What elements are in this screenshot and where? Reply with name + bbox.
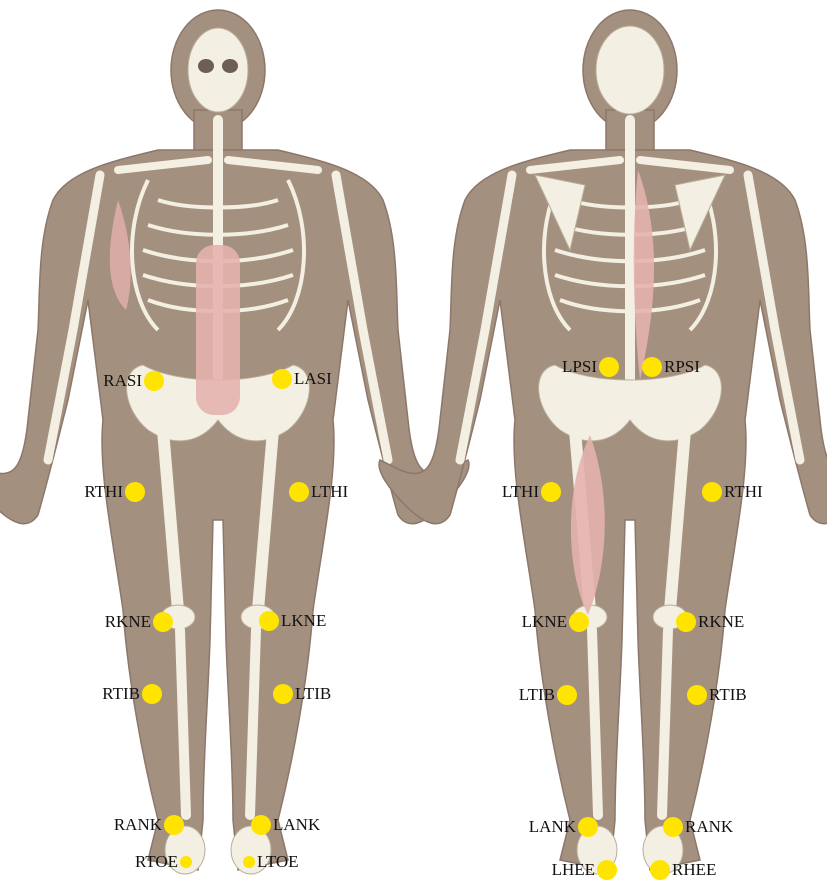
marker-dot-lthi-back xyxy=(541,482,561,502)
marker-label-lank-back: LANK xyxy=(529,817,576,837)
marker-label-rasi: RASI xyxy=(103,371,142,391)
marker-dot-ltib-back xyxy=(557,685,577,705)
marker-dot-rthi xyxy=(125,482,145,502)
marker-label-ltib: LTIB xyxy=(295,684,331,704)
marker-label-ltib-back: LTIB xyxy=(519,685,555,705)
anterior-figure xyxy=(0,10,469,874)
marker-label-lthi-back: LTHI xyxy=(502,482,539,502)
marker-dot-rtoe xyxy=(180,856,192,868)
marker-label-lthi: LTHI xyxy=(311,482,348,502)
marker-dot-lank-back xyxy=(578,817,598,837)
marker-label-rank-back: RANK xyxy=(685,817,733,837)
marker-label-rkne: RKNE xyxy=(105,612,151,632)
marker-dot-ltoe xyxy=(243,856,255,868)
rectus-abdominis xyxy=(196,245,240,415)
marker-label-lkne-back: LKNE xyxy=(522,612,567,632)
marker-dot-rthi-back xyxy=(702,482,722,502)
marker-label-rtib-back: RTIB xyxy=(709,685,747,705)
marker-label-rthi: RTHI xyxy=(84,482,123,502)
marker-label-rank: RANK xyxy=(114,815,162,835)
marker-label-rtib: RTIB xyxy=(102,684,140,704)
marker-dot-lasi xyxy=(272,369,292,389)
marker-dot-rkne-back xyxy=(676,612,696,632)
marker-dot-rank xyxy=(164,815,184,835)
marker-label-rkne-back: RKNE xyxy=(698,612,744,632)
marker-dot-lkne-back xyxy=(569,612,589,632)
marker-label-lank: LANK xyxy=(273,815,320,835)
marker-label-rthi-back: RTHI xyxy=(724,482,763,502)
marker-label-rpsi: RPSI xyxy=(664,357,700,377)
marker-label-lasi: LASI xyxy=(294,369,332,389)
marker-dot-lhee-back xyxy=(597,860,617,880)
marker-dot-rpsi-back xyxy=(642,357,662,377)
marker-dot-rasi xyxy=(144,371,164,391)
marker-dot-rtib xyxy=(142,684,162,704)
marker-dot-rank-back xyxy=(663,817,683,837)
marker-label-ltoe: LTOE xyxy=(257,852,299,872)
marker-dot-rtib-back xyxy=(687,685,707,705)
marker-dot-rhee-back xyxy=(650,860,670,880)
marker-label-lkne: LKNE xyxy=(281,611,326,631)
marker-dot-rkne xyxy=(153,612,173,632)
marker-label-lhee: LHEE xyxy=(552,860,595,880)
marker-label-rtoe: RTOE xyxy=(135,852,178,872)
marker-dot-lkne xyxy=(259,611,279,631)
marker-dot-lthi xyxy=(289,482,309,502)
marker-dot-lpsi-back xyxy=(599,357,619,377)
marker-dot-ltib xyxy=(273,684,293,704)
marker-label-rhee: RHEE xyxy=(672,860,716,880)
marker-dot-lank xyxy=(251,815,271,835)
posterior-figure xyxy=(379,10,827,874)
marker-label-lpsi: LPSI xyxy=(562,357,597,377)
